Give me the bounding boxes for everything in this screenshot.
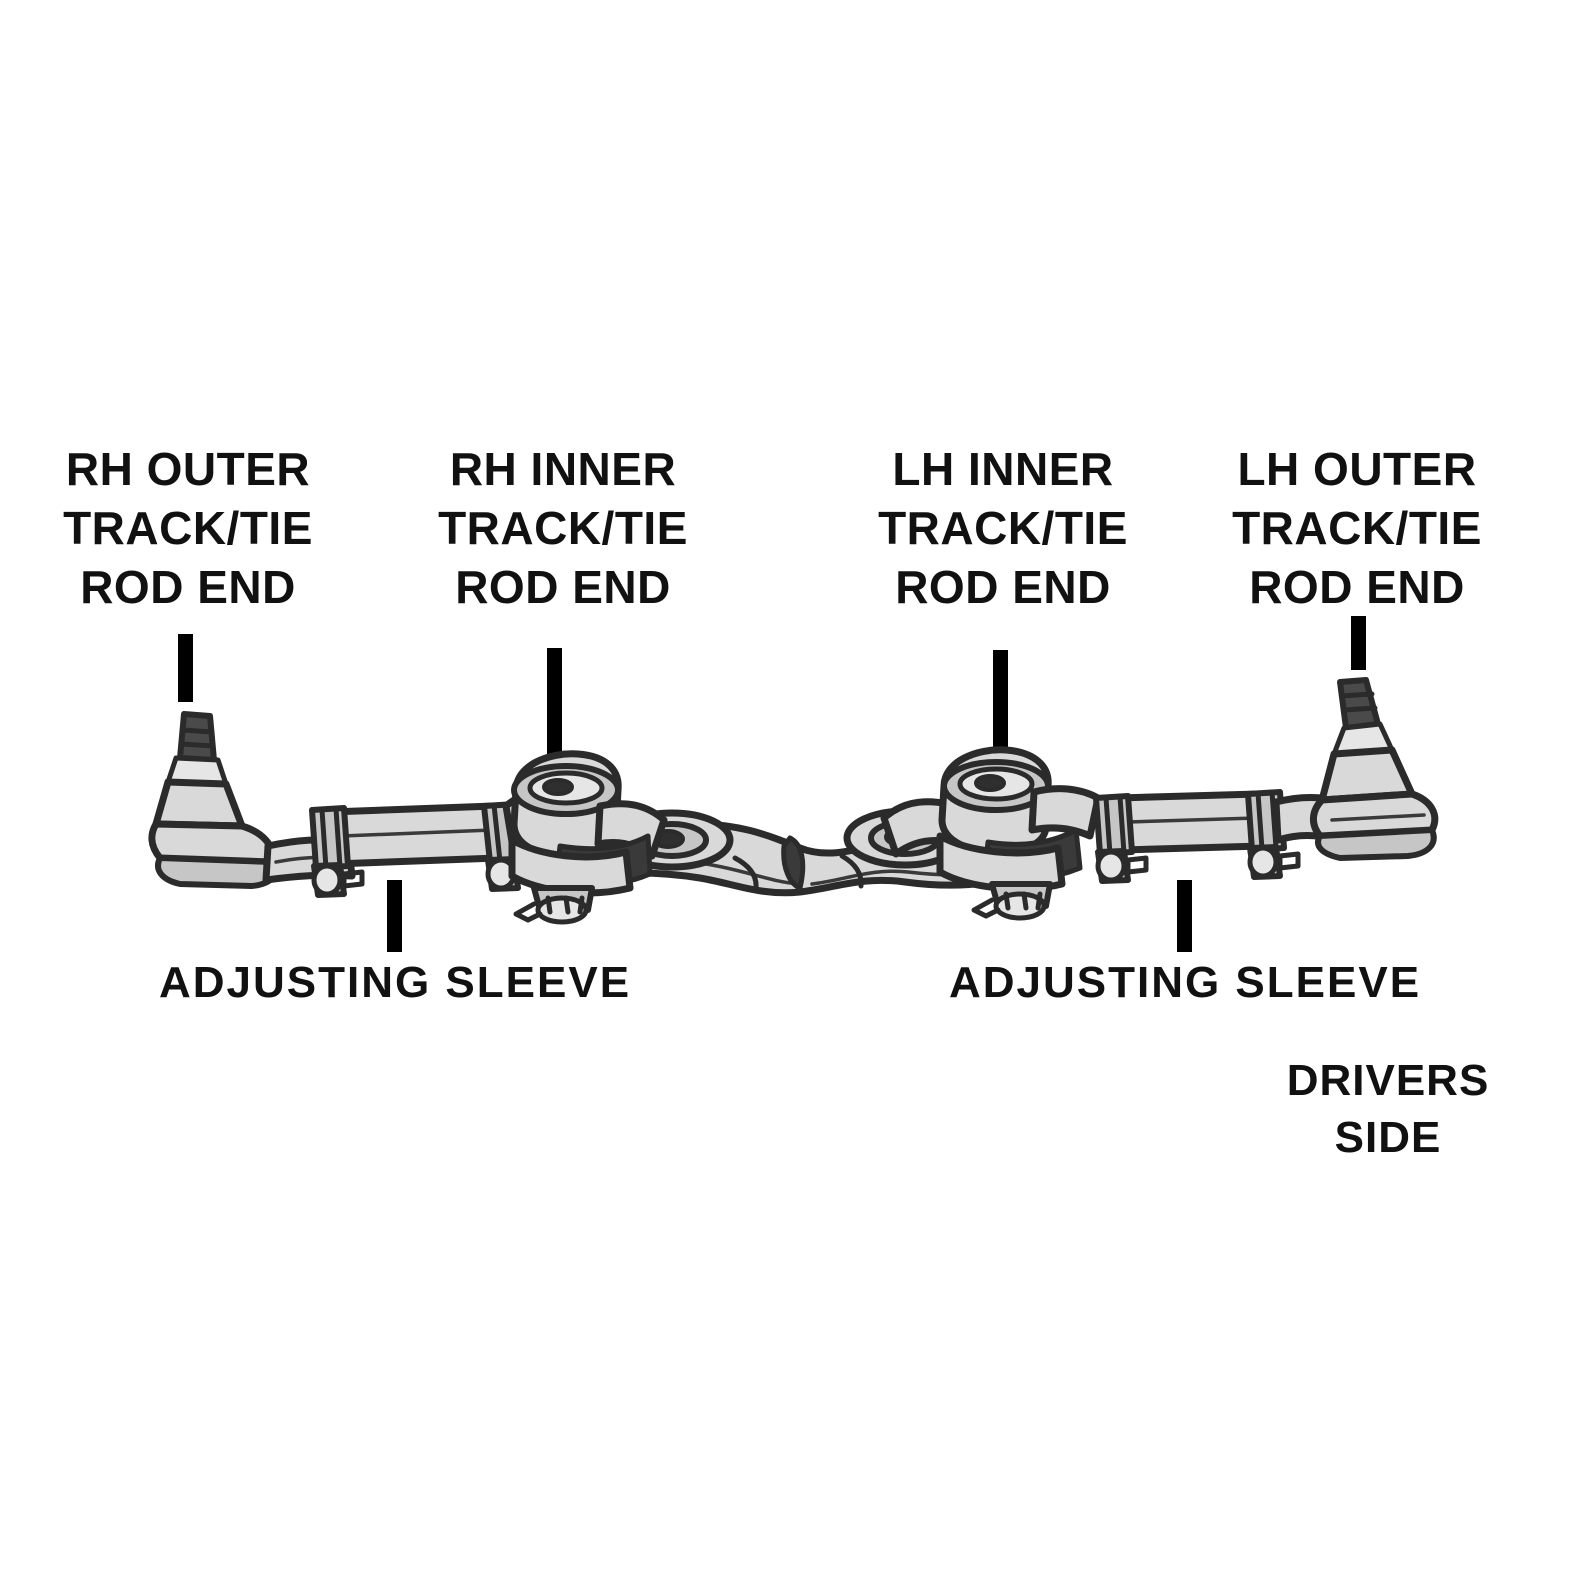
label-lh-inner-tie-rod-end: LH INNER TRACK/TIE ROD END — [878, 443, 1128, 613]
label-rh-inner-tie-rod-end: RH INNER TRACK/TIE ROD END — [438, 443, 688, 613]
label-rh-outer-tie-rod-end: RH OUTER TRACK/TIE ROD END — [63, 443, 313, 613]
lh-adjusting-sleeve-part — [1093, 789, 1301, 884]
rh-adjusting-sleeve-part — [309, 801, 539, 898]
lh-inner-tie-rod-end-part — [880, 746, 1102, 921]
leader-lh-inner — [993, 650, 1008, 762]
label-drivers-side: DRIVERS SIDE — [1286, 1056, 1490, 1163]
label-adjusting-sleeve-left: ADJUSTING SLEEVE — [158, 958, 632, 1007]
label-adjusting-sleeve-right: ADJUSTING SLEEVE — [948, 958, 1422, 1007]
label-lh-outer-tie-rod-end: LH OUTER TRACK/TIE ROD END — [1232, 443, 1482, 613]
lh-outer-tie-rod-end-part — [1272, 677, 1439, 861]
leader-rh-inner — [547, 648, 562, 762]
rh-inner-tie-rod-end-part — [502, 750, 668, 925]
leader-lines — [178, 616, 1366, 952]
rh-outer-tie-rod-end-part — [148, 711, 356, 889]
leader-lh-outer — [1351, 616, 1366, 670]
leader-sleeve-right — [1177, 880, 1192, 952]
leader-rh-outer — [178, 634, 193, 702]
sleeve-clamp-left-2 — [1093, 793, 1149, 884]
sleeve-clamp-right-2 — [1245, 789, 1301, 880]
leader-sleeve-left — [387, 880, 402, 952]
sleeve-clamp-left — [309, 805, 365, 898]
